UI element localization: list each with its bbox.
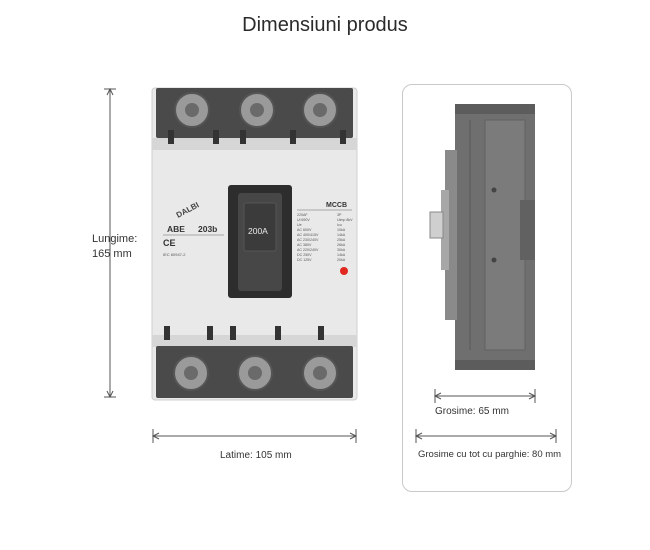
spec-value: 26kA: [337, 243, 346, 247]
width-dimension-label: Latime: 105 mm: [220, 450, 292, 461]
spec-value: Icu: [337, 223, 342, 227]
spec-value: 14kA: [337, 233, 346, 237]
spec-line: AC 230/240V: [297, 238, 319, 242]
length-value-text: 165 mm: [92, 248, 132, 260]
spec-line: AC 600V: [297, 228, 312, 232]
length-dimension-label: Lungime: 165 mm: [92, 232, 137, 262]
spec-value: 20kA: [337, 258, 346, 262]
spec-line: 220AF: [297, 213, 308, 217]
spec-value: 3P: [337, 213, 342, 217]
mccb-label: MCCB: [326, 202, 347, 209]
spec-line: DC 250V: [297, 253, 312, 257]
page-title: Dimensiuni produs: [242, 14, 408, 36]
model-prefix: ABE: [167, 224, 185, 234]
breaker-front-view: DALBI ABE 203b CE IEC 60947-2 200A MCCB …: [151, 87, 358, 401]
spec-line: Ue: [297, 223, 302, 227]
spec-line: DC 125V: [297, 258, 312, 262]
top-terminals: [174, 92, 338, 128]
total-depth-dimension-label: Grosime cu tot cu parghie: 80 mm: [418, 449, 562, 460]
model-number: 203b: [198, 224, 217, 234]
spec-value: 10kA: [337, 228, 346, 232]
standard-text: IEC 60947-2: [163, 252, 186, 257]
spec-line: Ui 690V: [297, 218, 310, 222]
breaker-side-view: [429, 104, 535, 370]
spec-line: AC 220/240V: [297, 248, 319, 252]
bottom-terminals: [173, 355, 338, 391]
spec-line: AC 380V: [297, 243, 312, 247]
spec-table: 220AF 3P Ui 690V Uimp 8kV Ue Icu AC 600V 10kA AC…: [297, 213, 353, 262]
dimension-lines: [104, 87, 558, 443]
length-label-text: Lungime:: [92, 233, 138, 245]
spec-value: Uimp 8kV: [337, 218, 353, 222]
indicator-light: [340, 267, 348, 275]
ce-mark: CE: [163, 238, 176, 248]
spec-value: 25kA: [337, 238, 346, 242]
depth-dimension-label: Grosime: 65 mm: [435, 406, 509, 417]
spec-value: 14kA: [337, 253, 346, 257]
rating-label: 200A: [248, 226, 268, 236]
spec-line: AC 400/415V: [297, 233, 319, 237]
spec-value: 30kA: [337, 248, 346, 252]
